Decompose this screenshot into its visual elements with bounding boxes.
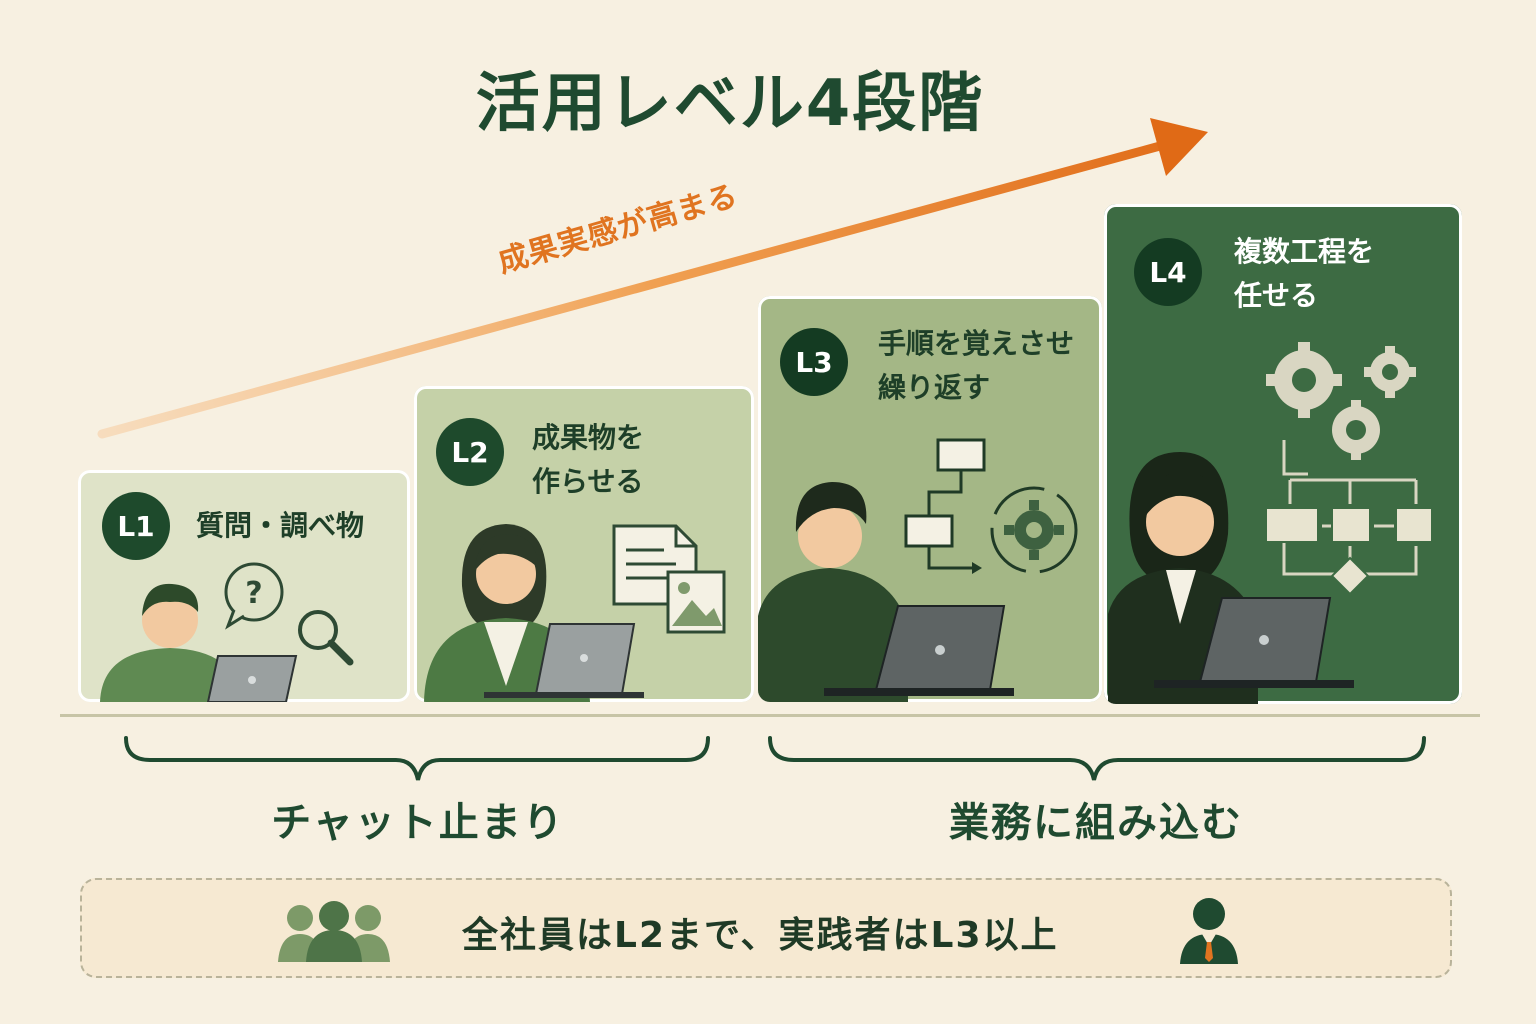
brace-right [768, 736, 1426, 781]
group-people-icon [278, 901, 390, 962]
footer-note: 全社員はL2まで、実践者はL3以上 [80, 878, 1452, 978]
level-2-label: 成果物を 作らせる [532, 421, 645, 498]
question-search-icon: ? [100, 562, 354, 702]
level-3-badge: L3 [780, 328, 848, 396]
level-3-card: L3 手順を覚えさせ 繰り返す [758, 296, 1102, 702]
page-title: 活用レベル4段階 [475, 67, 985, 141]
svg-text:?: ? [245, 576, 262, 611]
level-1-label: 質問・調べ物 [196, 509, 365, 542]
group-label-chat: チャット止まり [271, 800, 565, 846]
ground-line [60, 714, 1480, 717]
footer-text: 全社員はL2まで、実践者はL3以上 [462, 915, 1059, 956]
gears-workflow-icon [1108, 342, 1433, 704]
level-3-label: 手順を覚えさせ 繰り返す [878, 327, 1075, 404]
document-image-icon [424, 524, 726, 702]
level-4-badge: L4 [1134, 238, 1202, 306]
level-2-card: L2 成果物を 作らせる [414, 386, 754, 702]
flow-cycle-icon [758, 438, 1078, 702]
group-label-workflow: 業務に組み込む [949, 800, 1243, 846]
brace-left [124, 736, 710, 781]
level-4-card: L4 複数工程を 任せる [1104, 204, 1462, 704]
level-1-badge: L1 [102, 492, 170, 560]
level-2-badge: L2 [436, 418, 504, 486]
level-4-label: 複数工程を 任せる [1234, 235, 1375, 312]
practitioner-icon [1180, 898, 1238, 964]
level-1-card: ? L1 質問・調べ物 [78, 470, 410, 702]
